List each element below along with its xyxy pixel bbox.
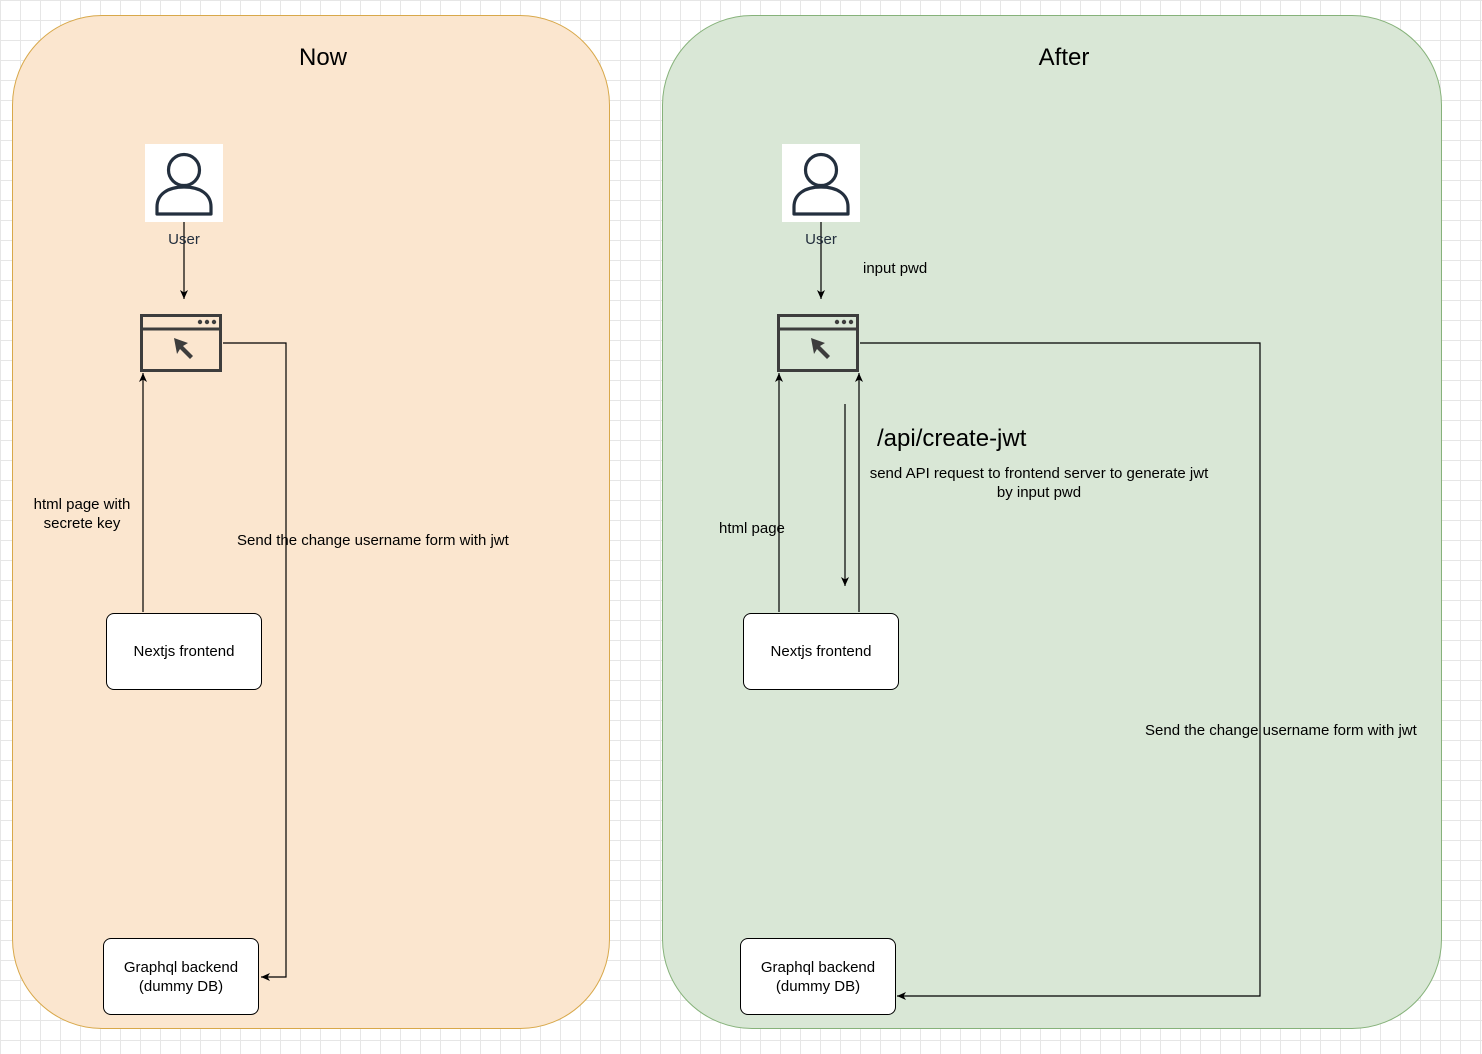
now-html-page-label: html page with secrete key bbox=[22, 495, 142, 533]
now-graphql-backend-label-line2: (dummy DB) bbox=[138, 977, 224, 995]
now-user-icon bbox=[145, 144, 223, 222]
after-api-endpoint-label: /api/create-jwt bbox=[877, 425, 1027, 452]
now-nextjs-frontend-box: Nextjs frontend bbox=[106, 613, 262, 690]
now-nextjs-frontend-label: Nextjs frontend bbox=[133, 643, 235, 660]
after-user-label: User bbox=[805, 231, 837, 248]
now-send-form-label: Send the change username form with jwt bbox=[237, 532, 509, 549]
after-api-description-line2: by input pwd bbox=[996, 484, 1082, 501]
now-browser-to-backend-arrow bbox=[223, 342, 287, 981]
after-graphql-backend-box: Graphql backend (dummy DB) bbox=[740, 938, 896, 1015]
after-send-form-label: Send the change username form with jwt bbox=[1145, 722, 1417, 739]
now-graphql-backend-box: Graphql backend (dummy DB) bbox=[103, 938, 259, 1015]
after-browser-icon bbox=[777, 314, 859, 372]
now-title: Now bbox=[298, 44, 347, 71]
now-html-page-label-line1: html page with bbox=[33, 496, 131, 513]
now-user-label: User bbox=[168, 231, 200, 248]
after-api-description-label: send API request to frontend server to g… bbox=[859, 464, 1219, 502]
after-user-icon bbox=[782, 144, 860, 222]
now-html-page-label-line2: secrete key bbox=[43, 515, 121, 532]
now-graphql-backend-label-line1: Graphql backend bbox=[123, 958, 239, 976]
after-input-pwd-label: input pwd bbox=[863, 260, 928, 277]
after-graphql-backend-label-line2: (dummy DB) bbox=[775, 977, 861, 995]
now-container bbox=[12, 15, 610, 1029]
after-browser-to-backend-arrow bbox=[860, 342, 1261, 1000]
after-nextjs-frontend-label: Nextjs frontend bbox=[770, 643, 872, 660]
now-browser-icon bbox=[140, 314, 222, 372]
after-api-description-line1: send API request to frontend server to g… bbox=[869, 465, 1209, 482]
after-title: After bbox=[1038, 44, 1090, 71]
after-nextjs-frontend-box: Nextjs frontend bbox=[743, 613, 899, 690]
after-html-page-label: html page bbox=[719, 520, 785, 537]
after-graphql-backend-label-line1: Graphql backend bbox=[760, 958, 876, 976]
